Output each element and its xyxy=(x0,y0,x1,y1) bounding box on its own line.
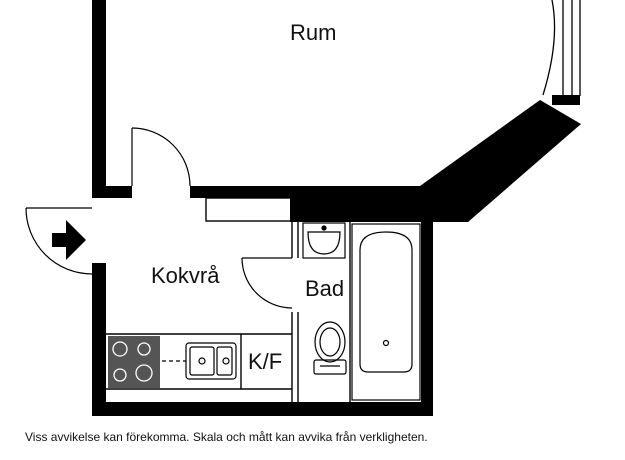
door-kitchen-swing xyxy=(131,127,191,187)
room-label-rum: Rum xyxy=(290,20,337,45)
stove-icon xyxy=(108,336,160,388)
wall-bottom xyxy=(92,402,433,416)
room-label-bad: Bad xyxy=(305,276,345,301)
wall-kitchen-top-right xyxy=(190,186,290,198)
disclaimer-text: Viss avvikelse kan förekomma. Skala och … xyxy=(25,430,428,444)
bay-window xyxy=(542,0,581,96)
doors xyxy=(25,127,293,309)
door-entry-swing xyxy=(25,207,93,275)
room-label-kokvra: Kokvrå xyxy=(151,263,220,288)
floor-plan xyxy=(25,0,581,416)
washbasin-icon xyxy=(302,222,346,259)
bathtub-icon xyxy=(351,223,421,401)
walls xyxy=(92,0,581,416)
wall-kitchen-top-left xyxy=(92,186,132,198)
wall-left-lower xyxy=(92,263,106,416)
room-label-kf: K/F xyxy=(248,349,283,374)
sink-icon xyxy=(162,342,237,380)
wall-bath-right xyxy=(421,214,433,416)
partitions xyxy=(106,197,351,402)
entrance-arrow-icon xyxy=(52,220,86,260)
wall-angled-bay xyxy=(290,100,581,222)
wall-left-upper xyxy=(92,0,106,186)
wall-bay-jamb xyxy=(552,95,580,105)
toilet-icon xyxy=(313,321,347,375)
door-bath-swing xyxy=(241,257,293,309)
